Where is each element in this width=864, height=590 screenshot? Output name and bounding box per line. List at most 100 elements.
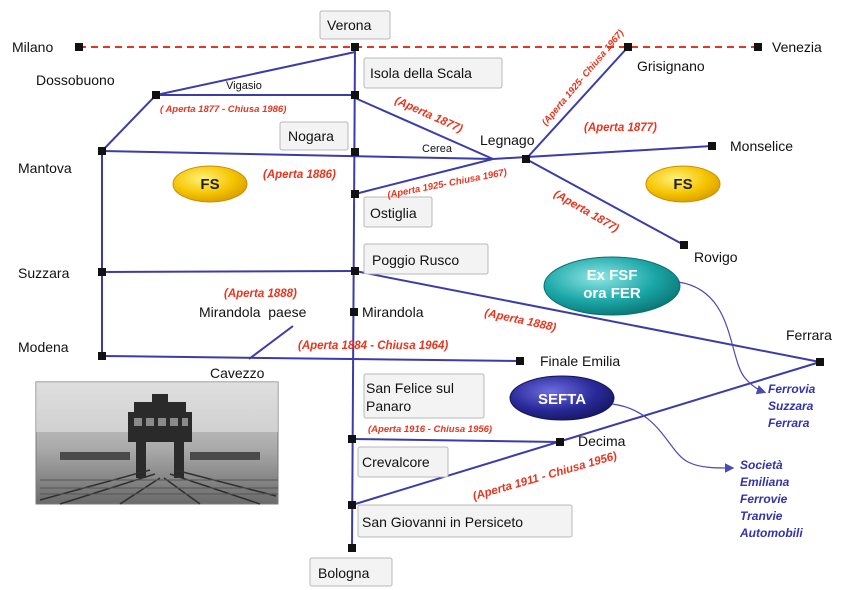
label-rovigo: Rovigo <box>694 249 738 265</box>
note-legnago-monselice: (Aperta 1877) <box>584 122 657 134</box>
label-mantova: Mantova <box>18 160 72 176</box>
station-dot-isola <box>351 91 359 99</box>
label-ferrara: Ferrara <box>786 327 832 343</box>
station-dot-legnago <box>522 155 530 163</box>
fs-oval-left-label: FS <box>200 176 219 193</box>
station-dot-decima <box>556 438 564 446</box>
station-dot-verona <box>351 43 359 51</box>
station-dot-grisignano <box>624 43 632 51</box>
fs-oval-right <box>645 165 721 203</box>
fsf-callout: Ferrovia Suzzara Ferrara <box>768 382 816 430</box>
ostiglia-legnago-line <box>354 158 494 195</box>
station-dot-dossobuono <box>152 91 160 99</box>
callout-arrows <box>611 281 767 473</box>
sanfelice-box <box>363 373 485 419</box>
station-dot-rovigo <box>680 241 688 249</box>
isola-legnago-line <box>354 97 494 160</box>
isola-box <box>363 57 503 89</box>
sefta-callout-line-4: Tranvie <box>740 509 783 523</box>
legnago-rovigo-line <box>525 158 685 246</box>
fs-oval-right-label: FS <box>673 176 692 193</box>
note-suzzara-1888: (Aperta 1888) <box>224 288 297 300</box>
note-ostiglia-legnago: (Aperta 1925- Chiusa 1967) <box>386 167 507 201</box>
note-decima-ferrara: (Aperta 1911 - Chiusa 1956) <box>472 450 619 503</box>
fsf-callout-line-2: Suzzara <box>768 399 814 413</box>
cavezzo-mirandola-line <box>248 325 294 360</box>
suzzara-poggio-line <box>101 270 356 273</box>
label-cerea: Cerea <box>422 143 453 155</box>
station-dot-modena <box>98 352 106 360</box>
sefta-oval <box>509 375 615 421</box>
label-mirandola: Mirandola <box>362 304 424 320</box>
fsf-callout-line-1: Ferrovia <box>768 382 816 396</box>
note-mantova-legnago: (Aperta 1886) <box>263 169 336 181</box>
sanfelice-decima-line <box>351 438 561 443</box>
label-venezia: Venezia <box>772 39 822 55</box>
poggio-box <box>363 243 489 275</box>
label-monselice: Monselice <box>730 138 793 154</box>
station-dot-mirandola <box>350 308 358 316</box>
note-modena-finale: (Aperta 1884 - Chiusa 1964) <box>298 340 448 352</box>
station-label-boxes <box>279 10 573 587</box>
fsf-callout-arrow <box>677 281 767 395</box>
note-sanfelice-decima: (Aperta 1916 - Chiusa 1956) <box>368 424 492 435</box>
station-dot-sanfelice <box>348 435 356 443</box>
station-dot-sangiovanni <box>348 501 356 509</box>
note-vigasio-line: ( Aperta 1877 - Chiusa 1986) <box>160 104 286 115</box>
ostiglia-box <box>363 196 433 228</box>
sefta-callout-arrow <box>611 403 735 473</box>
label-isola: Isola della Scala <box>370 65 472 81</box>
label-vigasio: Vigasio <box>226 80 262 92</box>
sefta-callout-line-3: Ferrovie <box>740 492 788 506</box>
label-sanfelice-2: Panaro <box>366 398 411 414</box>
fsf-callout-line-3: Ferrara <box>768 416 810 430</box>
sefta-callout-line-2: Emiliana <box>740 475 790 489</box>
station-dot-finale <box>516 357 524 365</box>
station-dot-mantova <box>98 147 106 155</box>
label-suzzara: Suzzara <box>18 265 70 281</box>
station-dot-poggio <box>351 267 359 275</box>
label-crevalcore: Crevalcore <box>362 454 430 470</box>
label-decima: Decima <box>578 433 626 449</box>
station-dot-nogara <box>351 148 359 156</box>
station-dots <box>75 43 824 552</box>
exfsf-oval-label-1: Ex FSF <box>587 267 638 284</box>
poggio-ferrara-line <box>354 270 821 363</box>
label-mirandola-paese: Mirandola paese <box>199 304 307 320</box>
sefta-callout-line-5: Automobili <box>739 526 803 540</box>
company-ovals: FS FS Ex FSF ora FER SEFTA <box>172 165 721 421</box>
label-bologna: Bologna <box>318 565 370 581</box>
modena-finale-line <box>101 355 521 362</box>
verona-box <box>319 10 391 40</box>
track-lines <box>79 46 821 549</box>
station-dot-suzzara <box>98 268 106 276</box>
label-milano: Milano <box>12 39 53 55</box>
label-verona: Verona <box>327 17 372 33</box>
station-dot-ferrara <box>816 358 824 366</box>
label-nogara: Nogara <box>288 128 334 144</box>
station-labels: Verona Milano Venezia Dossobuono Vigasio… <box>12 17 832 581</box>
verona-bologna-line <box>351 46 356 549</box>
note-poggio-ferrara: (Aperta 1888) <box>483 307 557 334</box>
station-dot-venezia <box>754 43 762 51</box>
station-dot-milano <box>75 43 83 51</box>
bologna-box <box>309 557 393 587</box>
exfsf-oval <box>543 256 681 316</box>
sangiovanni-ferrara-line <box>351 361 821 506</box>
label-modena: Modena <box>18 339 69 355</box>
label-finale: Finale Emilia <box>540 353 620 369</box>
nogara-box <box>279 121 349 151</box>
note-grisignano-legnago: (Aperta 1925- Chiusa 1967) <box>540 28 626 128</box>
crevalcore-box <box>357 446 449 478</box>
station-photo <box>35 381 279 505</box>
station-dot-monselice <box>708 142 716 150</box>
sefta-oval-label: SEFTA <box>538 391 586 408</box>
label-cavezzo: Cavezzo <box>210 365 265 381</box>
fs-oval-left <box>172 165 248 203</box>
label-ostiglia: Ostiglia <box>370 205 417 221</box>
label-sanfelice-1: San Felice sul <box>366 380 454 396</box>
label-dossobuono: Dossobuono <box>36 72 115 88</box>
exfsf-oval-label-2: ora FER <box>583 285 641 302</box>
sefta-callout-line-1: Società <box>740 458 783 472</box>
